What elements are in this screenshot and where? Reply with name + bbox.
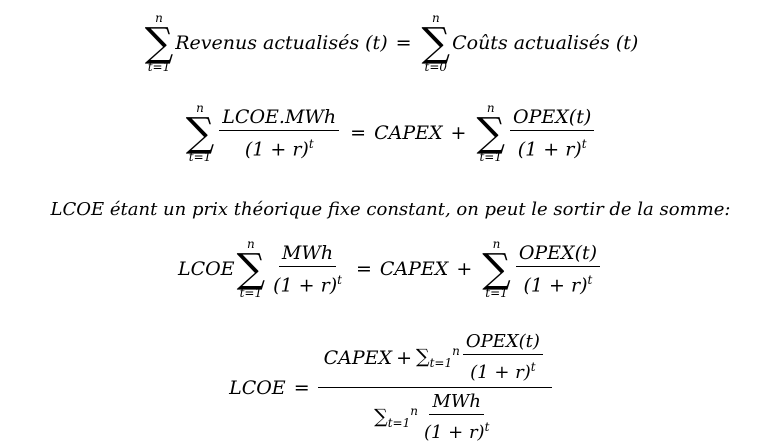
explanation-sentence: LCOE étant un prix théorique fixe consta… [50, 198, 731, 220]
main-denominator: ∑t=1n MWh (1 + r)t [368, 388, 501, 443]
fraction: MWh (1 + r)t [423, 391, 490, 443]
main-fraction: CAPEX + ∑t=1n OPEX(t) (1 + r)t ∑t=1n MWh… [317, 332, 552, 443]
sum-symbol: n ∑ t=1 [185, 101, 215, 164]
inline-sum: ∑t=1n [415, 344, 460, 371]
fraction: LCOE.MWh (1 + r)t [219, 106, 340, 160]
lcoe-term: LCOE [229, 376, 286, 399]
equation-2: n ∑ t=1 LCOE.MWh (1 + r)t = CAPEX + n ∑ … [0, 102, 781, 164]
couts-term: Coûts actualisés (t) [452, 32, 639, 54]
sum-symbol: n ∑ t=1 [144, 11, 174, 74]
sum-symbol: n ∑ t=0 [421, 11, 451, 74]
main-numerator: CAPEX + ∑t=1n OPEX(t) (1 + r)t [317, 332, 552, 388]
fraction: OPEX(t) (1 + r)t [515, 242, 601, 296]
sum-symbol: n ∑ t=1 [236, 237, 266, 300]
fraction: OPEX(t) (1 + r)t [510, 106, 595, 160]
lcoe-term: LCOE [177, 258, 235, 280]
equation-3: LCOE n ∑ t=1 MWh (1 + r)t = CAPEX + n ∑ … [0, 238, 781, 300]
fraction: MWh (1 + r)t [273, 241, 342, 297]
revenus-term: Revenus actualisés (t) [175, 32, 388, 54]
sum-symbol: n ∑ t=1 [476, 101, 506, 164]
sum-symbol: n ∑ t=1 [482, 237, 511, 300]
equation-1: n ∑ t=1 Revenus actualisés (t) = n ∑ t=0… [144, 11, 639, 74]
fraction: OPEX(t) (1 + r)t [462, 332, 543, 383]
inline-sum: ∑t=1n [374, 404, 418, 431]
equation-4: LCOE = CAPEX + ∑t=1n OPEX(t) (1 + r)t ∑t… [0, 332, 781, 443]
capex-term: CAPEX [374, 122, 443, 144]
capex-term: CAPEX [379, 258, 449, 280]
